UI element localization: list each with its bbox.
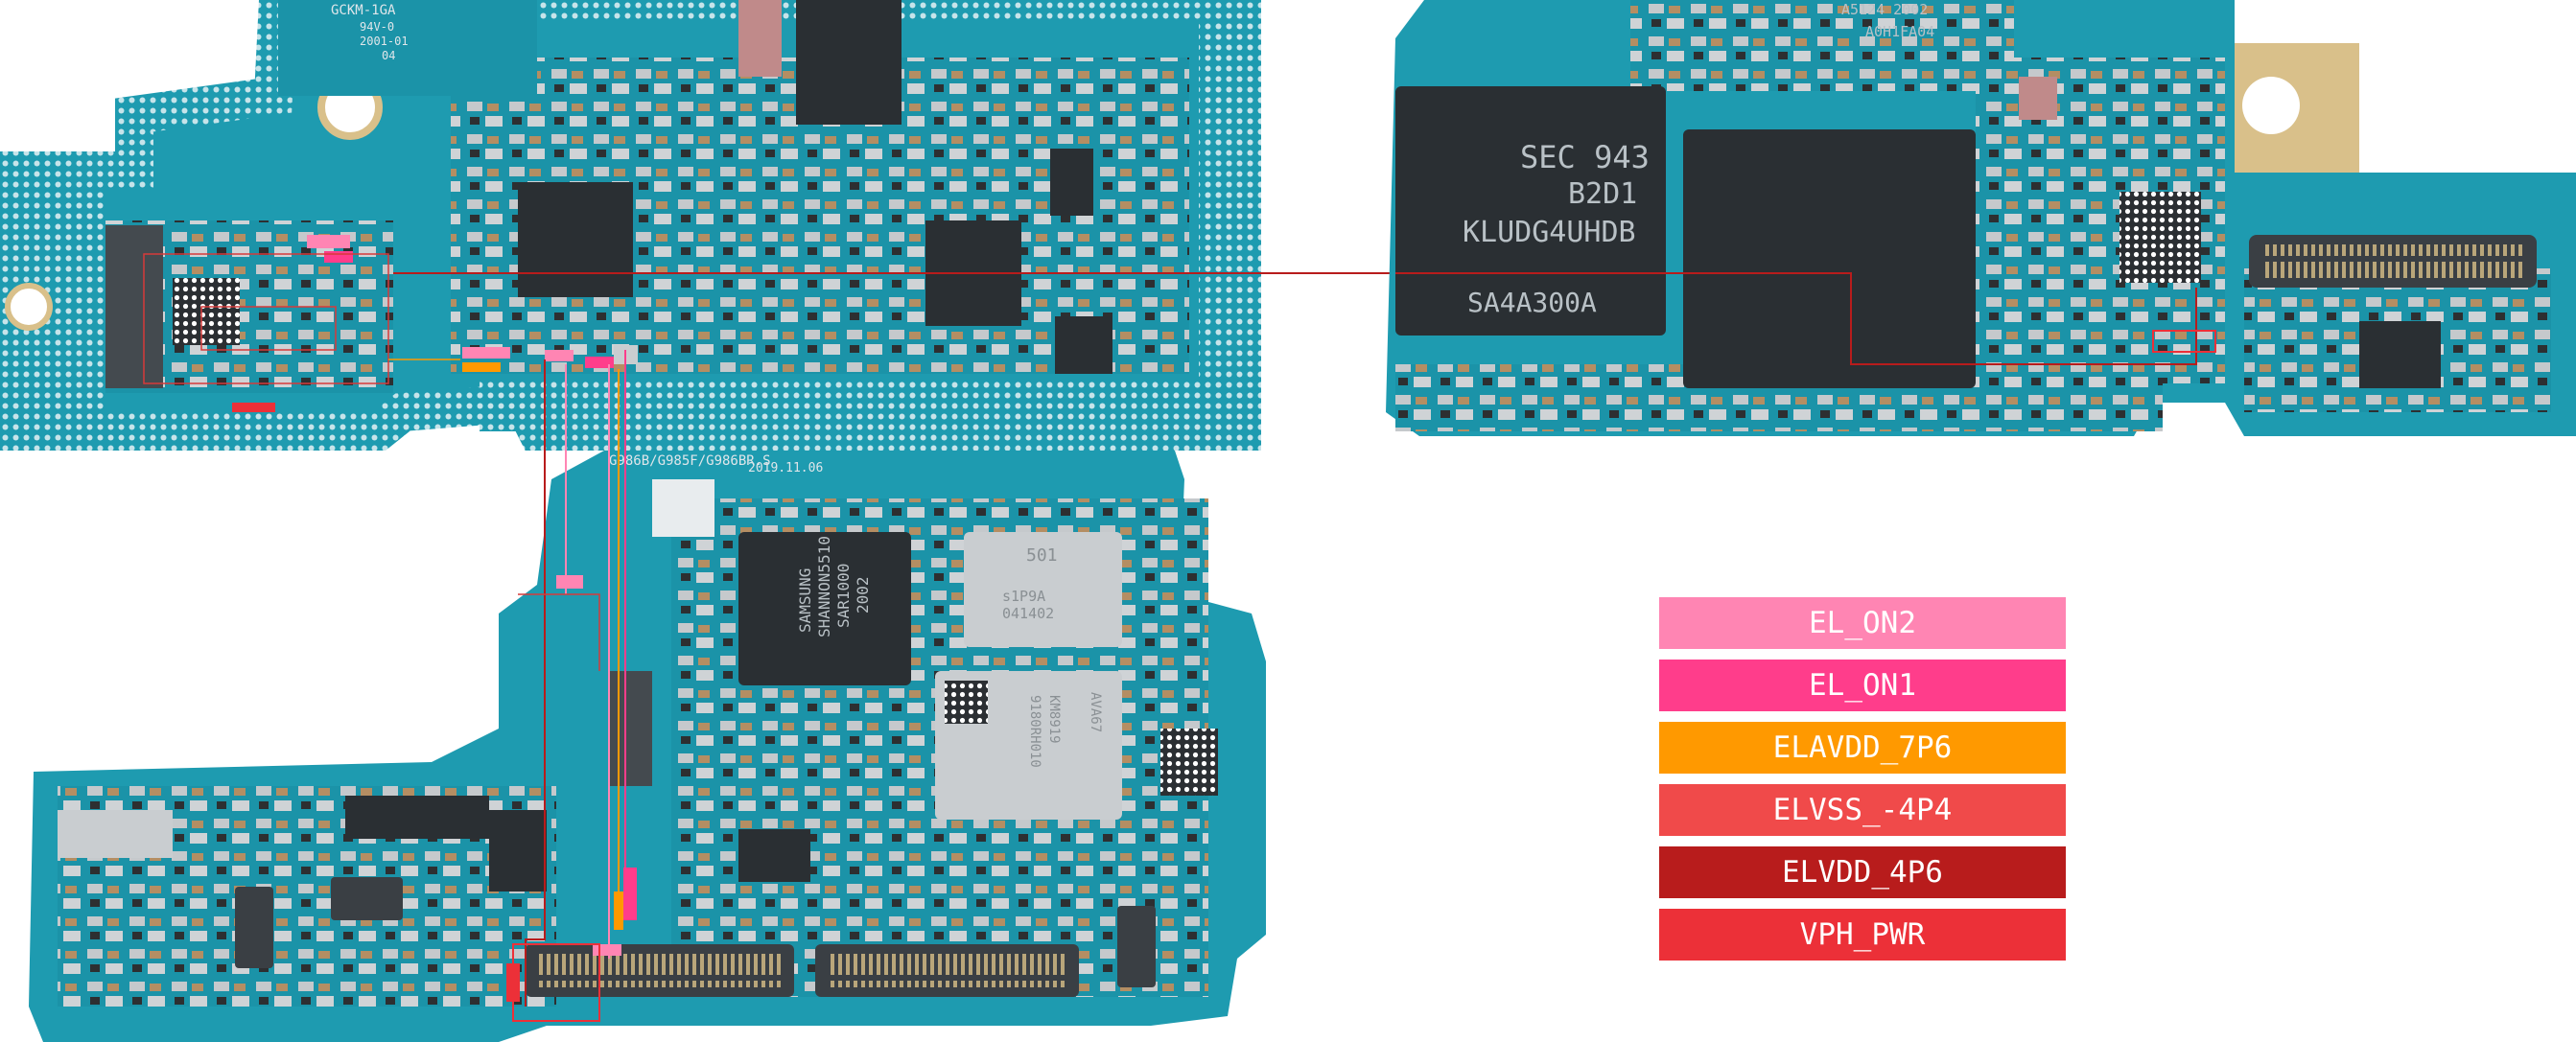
memory-chip-right <box>1683 129 1976 388</box>
soc-text4: 2002 <box>854 576 872 614</box>
shield-text5: 9180RH010 <box>1027 695 1042 768</box>
shield-top <box>964 532 1122 647</box>
soc-text1: SAMSUNG <box>796 568 814 633</box>
silk-sub: 94V-0 <box>360 20 394 34</box>
legend-elvss-4p4: ELVSS_-4P4 <box>1659 784 2066 836</box>
top-right-board: SEC 943 B2D1 KLUDG4UHDB SA4A300A A5124 2… <box>1386 0 2576 436</box>
legend-el-on2: EL_ON2 <box>1659 597 2066 649</box>
silk-date: 2001-01 <box>360 35 409 48</box>
shield-text3: 041402 <box>1002 605 1054 622</box>
shield-text6: KM8919 <box>1046 695 1062 744</box>
top-left-board: GCKM-1GA 94V-0 2001-01 04 <box>0 0 1395 451</box>
legend-elavdd-7p6: ELAVDD_7P6 <box>1659 722 2066 774</box>
tr-code: A5124 2002 <box>1841 1 1928 18</box>
shield-text1: 501 <box>1026 545 1058 566</box>
mem-line3: KLUDG4UHDB <box>1463 216 1636 249</box>
mem-line4: SA4A300A <box>1467 287 1597 318</box>
silk-code: GCKM-1GA <box>331 3 396 18</box>
tr-code2: A0H1FA04 <box>1865 23 1934 40</box>
legend-elvdd-4p6: ELVDD_4P6 <box>1659 846 2066 898</box>
soc-text2: SHANNON5510 <box>815 536 833 637</box>
soc-chip <box>738 532 911 685</box>
silk-num: 04 <box>382 49 395 62</box>
legend-el-on1: EL_ON1 <box>1659 660 2066 711</box>
bottom-date: 2019.11.06 <box>748 461 823 475</box>
legend-vph-pwr: VPH_PWR <box>1659 909 2066 961</box>
net-legend: EL_ON2 EL_ON1 ELAVDD_7P6 ELVSS_-4P4 ELVD… <box>1659 597 2066 971</box>
shield-text2: s1P9A <box>1002 588 1045 605</box>
bottom-board: SAMSUNG SHANNON5510 SAR1000 2002 501 s1P… <box>29 350 1266 1042</box>
soc-text3: SAR1000 <box>834 564 853 628</box>
mem-line2: B2D1 <box>1568 177 1637 211</box>
mem-line1: SEC 943 <box>1520 139 1650 175</box>
shield-text4: AVA67 <box>1088 692 1103 732</box>
bottom-model: G986B/G985F/G986BR.S <box>609 453 771 469</box>
